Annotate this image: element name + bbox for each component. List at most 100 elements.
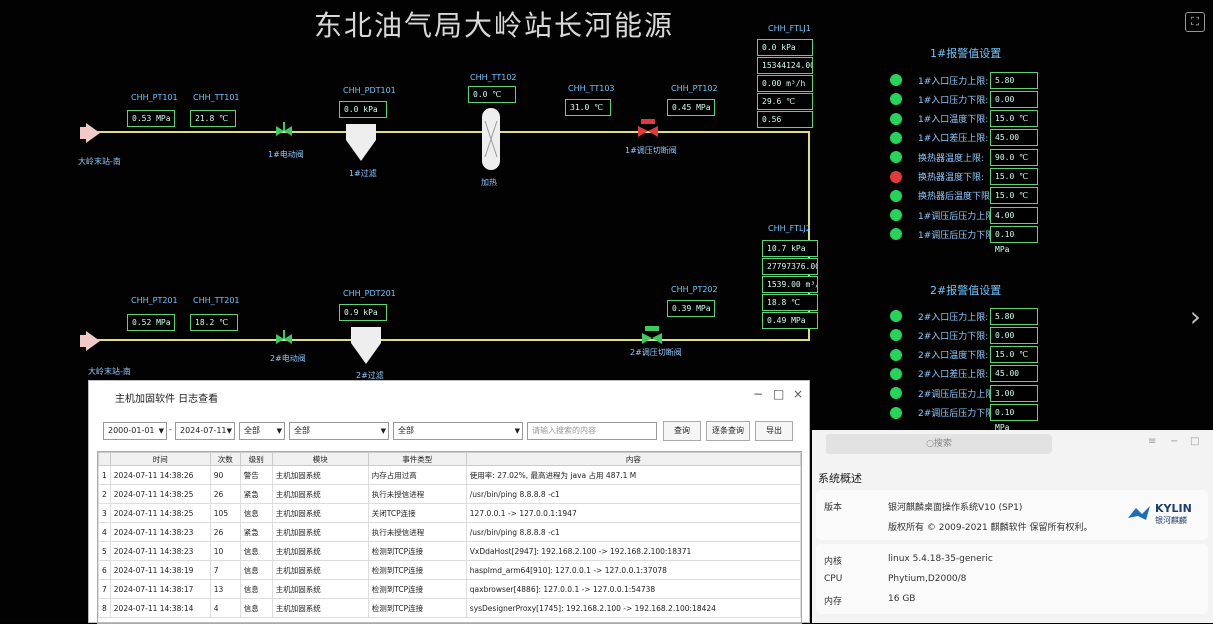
col-count[interactable]: 次数 bbox=[209, 452, 241, 466]
cpu-label: CPU bbox=[824, 574, 843, 584]
close-button[interactable]: × bbox=[793, 387, 804, 401]
value-tt102: 0.0 ℃ bbox=[468, 86, 516, 103]
date-to-select[interactable]: 2024-07-11▼ bbox=[175, 422, 235, 440]
flow2-0: 10.7 kPa bbox=[762, 240, 818, 257]
date-from-select[interactable]: 2000-01-01▼ bbox=[103, 422, 167, 440]
status-dot-icon bbox=[890, 93, 902, 106]
table-cell: 信息 bbox=[239, 579, 273, 599]
level-select[interactable]: 全部▼ bbox=[239, 422, 285, 440]
minimize-button[interactable]: − bbox=[753, 387, 764, 401]
filter-icon[interactable] bbox=[345, 123, 377, 163]
mem-value: 16 GB bbox=[888, 594, 916, 604]
search-placeholder: 请输入搜索的内容 bbox=[532, 426, 596, 435]
mem-label: 内存 bbox=[824, 597, 843, 607]
alarm-value[interactable]: 90.0 ℃ bbox=[990, 148, 1038, 166]
table-cell: sysDesignerProxy[1745]: 192.168.2.100 ->… bbox=[465, 598, 801, 618]
col-event[interactable]: 事件类型 bbox=[367, 452, 467, 466]
table-cell: /usr/bin/ping 8.8.8.8 -c1 bbox=[465, 484, 801, 504]
tag-tt201: CHH_TT201 bbox=[193, 296, 240, 305]
kernel-label: 内核 bbox=[824, 557, 843, 567]
status-dot-icon bbox=[890, 131, 902, 144]
hardware-card: 内核 linux 5.4.18-35-generic CPU Phytium,D… bbox=[816, 544, 1208, 614]
table-cell: 2024-07-11 14:38:23 bbox=[109, 541, 211, 561]
alarm-value[interactable]: 15.0 ℃ bbox=[990, 168, 1038, 185]
filter-label-2: 2#过滤 bbox=[356, 371, 384, 380]
flow2-1: 27797376.00 bbox=[762, 258, 818, 275]
filter-icon[interactable] bbox=[350, 326, 382, 366]
query-each-button[interactable]: 逐条查询 bbox=[706, 421, 750, 441]
col-time[interactable]: 时间 bbox=[109, 452, 211, 466]
menu-icon[interactable]: ≡ bbox=[1148, 436, 1157, 447]
chevron-down-icon: ▼ bbox=[380, 427, 386, 435]
alarm-value[interactable]: 0.00 MPa bbox=[990, 90, 1038, 119]
module-select[interactable]: 全部▼ bbox=[289, 422, 389, 440]
next-arrow-icon[interactable]: › bbox=[1189, 300, 1201, 333]
alarm-value[interactable]: 5.80 MPa bbox=[990, 71, 1038, 100]
logo-subtext: 银河麒麟 bbox=[1155, 516, 1187, 525]
alarm-value[interactable]: 5.80 MPa bbox=[990, 307, 1038, 336]
regulator-valve-icon[interactable] bbox=[641, 326, 663, 346]
alarm-row: 2#入口压力下限:0.00 MPa bbox=[890, 326, 1038, 355]
table-cell: 7 bbox=[209, 560, 241, 580]
col-content[interactable]: 内容 bbox=[465, 452, 801, 466]
valve-icon[interactable] bbox=[275, 330, 293, 348]
alarm-value[interactable]: 45.00 bbox=[990, 365, 1038, 383]
col-module[interactable]: 模块 bbox=[271, 452, 369, 466]
tag-ftlj2: CHH_FTLJ2 bbox=[768, 224, 811, 233]
alarm-value[interactable]: 4.00 MPa bbox=[990, 206, 1038, 235]
version-label: 版本 bbox=[824, 503, 843, 513]
table-cell: 5 bbox=[98, 541, 111, 561]
alarm-value[interactable]: 3.00 MPa bbox=[990, 384, 1038, 413]
tag-pt101: CHH_PT101 bbox=[131, 93, 178, 102]
alarm-value[interactable]: 0.00 MPa bbox=[990, 326, 1038, 355]
col-level[interactable]: 级别 bbox=[239, 452, 273, 466]
alarm-label: 换热器温度下限: bbox=[918, 173, 985, 183]
alarm-row: 2#入口差压上限:45.00 bbox=[890, 365, 1038, 383]
tag-tt101: CHH_TT101 bbox=[193, 93, 240, 102]
alarm-value[interactable]: 0.10 MPa bbox=[990, 404, 1038, 432]
query-button[interactable]: 查询 bbox=[663, 421, 701, 441]
search-input[interactable]: ○搜索 bbox=[826, 434, 1052, 454]
table-cell: 26 bbox=[209, 522, 241, 542]
alarm-label: 换热器温度上限: bbox=[918, 153, 985, 164]
table-cell: 执行未授信进程 bbox=[367, 484, 467, 504]
export-button[interactable]: 导出 bbox=[755, 421, 793, 441]
system-info-panel: ○搜索 ≡ − □ 系统概述 版本 银河麒麟桌面操作系统V10 (SP1) 版权… bbox=[812, 430, 1213, 623]
alarm-row: 换热器后温度下限:15.0 ℃ bbox=[890, 187, 1038, 205]
alarm-value[interactable]: 15.0 ℃ bbox=[990, 346, 1038, 364]
version-value: 银河麒麟桌面操作系统V10 (SP1) bbox=[888, 503, 1023, 513]
alarm-label: 2#调压后压力上限: bbox=[918, 389, 998, 400]
alarm-value[interactable]: 15.0 ℃ bbox=[990, 110, 1038, 128]
table-cell: 主机加固系统 bbox=[271, 598, 369, 618]
minimize-button[interactable]: − bbox=[1170, 436, 1179, 447]
source-label-2: 大岭末站-南 bbox=[88, 367, 131, 376]
inlet-arrow-icon-2 bbox=[86, 331, 100, 351]
alarm-value[interactable]: 0.10 MPa bbox=[990, 225, 1038, 254]
level-value: 全部 bbox=[244, 426, 260, 435]
valve-icon[interactable] bbox=[275, 122, 293, 140]
maximize-button[interactable]: □ bbox=[1190, 436, 1200, 447]
regulator-valve-icon[interactable] bbox=[637, 119, 659, 139]
alarm-value[interactable]: 15.0 ℃ bbox=[990, 187, 1038, 205]
table-cell: 90 bbox=[209, 465, 241, 485]
maximize-button[interactable]: □ bbox=[773, 387, 785, 401]
table-cell: 1 bbox=[98, 465, 111, 485]
fullscreen-button[interactable]: ⛶ bbox=[1185, 12, 1205, 32]
event-select[interactable]: 全部▼ bbox=[393, 422, 523, 440]
tag-pdt101: CHH_PDT101 bbox=[343, 86, 396, 95]
table-cell: 2024-07-11 14:38:25 bbox=[109, 503, 211, 523]
table-cell: 6 bbox=[98, 560, 111, 580]
alarm-value[interactable]: 45.00 bbox=[990, 129, 1038, 147]
heater-icon[interactable] bbox=[481, 107, 501, 171]
search-input[interactable]: 请输入搜索的内容 bbox=[527, 422, 657, 440]
alarm-label: 1#入口差压上限: bbox=[918, 134, 989, 145]
